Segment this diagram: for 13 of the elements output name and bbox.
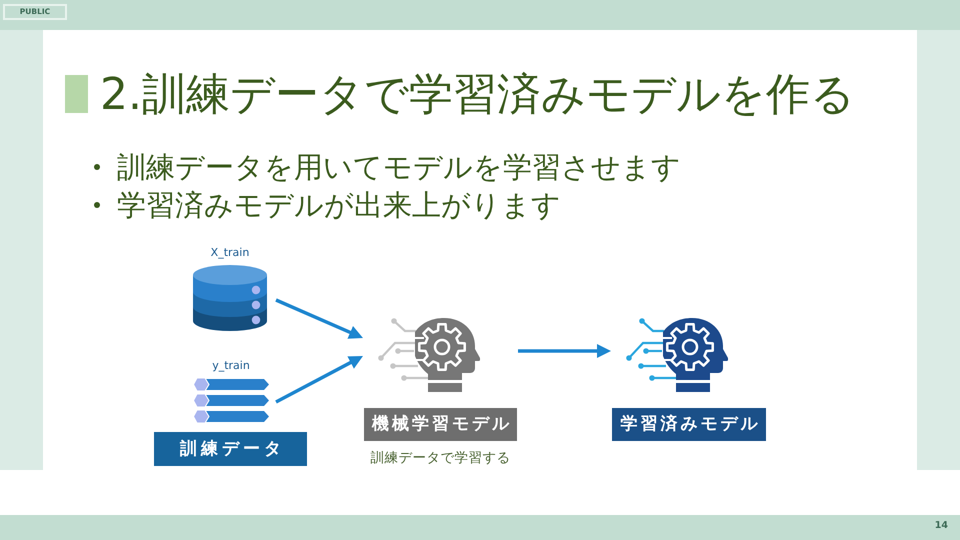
data-label: X_train [210, 247, 250, 259]
label-box: 訓練データ [154, 432, 307, 466]
arrow [275, 298, 363, 339]
label-box: 学習済みモデル [612, 408, 766, 441]
bullet-text: 訓練データを用いてモデルを学習させます [117, 149, 681, 186]
label-box: 機械学習モデル [364, 408, 517, 441]
caption-text: 訓練データで学習する [370, 449, 512, 467]
bullet-text: 学習済みモデルが出来上がります [117, 187, 561, 224]
arrow [518, 344, 611, 358]
slide-title: 2.訓練データで学習済みモデルを作る [100, 68, 855, 121]
page-number: 14 [934, 519, 948, 533]
data-label: y_train [211, 360, 251, 372]
arrow [275, 356, 363, 404]
